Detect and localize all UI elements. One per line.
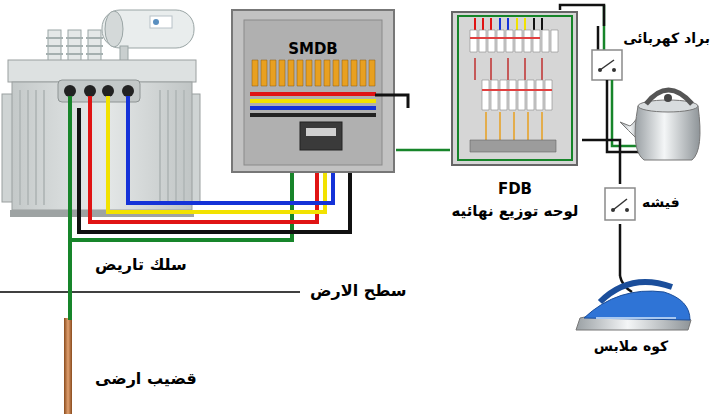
clothes-iron-part — [600, 282, 672, 302]
kettle-part — [646, 90, 692, 104]
transformer-part — [64, 85, 76, 97]
fdb-panel-part — [500, 18, 508, 30]
wire-connector — [619, 224, 622, 276]
transformer-part — [102, 10, 194, 48]
transformer-part — [20, 90, 184, 205]
ground-surface-part — [0, 291, 300, 293]
kettle-switch-part — [600, 60, 614, 70]
node-label: كوه ملابس — [576, 338, 686, 355]
ground-rod-part — [64, 318, 72, 414]
transformer-part — [153, 19, 159, 25]
clothes-iron-part — [584, 291, 690, 320]
socket-part — [605, 188, 635, 220]
ground-surface — [0, 292, 300, 293]
supply-wires-part — [70, 172, 292, 240]
fdb-panel-part — [534, 18, 542, 30]
transformer-part — [105, 11, 123, 47]
fdb-panel-part — [482, 80, 552, 110]
transformer-part — [122, 85, 134, 97]
smdb-panel-part — [250, 99, 376, 103]
node-label: براد كهربائى — [612, 30, 710, 47]
wire-connector — [560, 5, 604, 26]
fdb-box: FDB لوحه توزيع نهائيه — [450, 10, 582, 225]
smdb-box: SMDB — [232, 10, 396, 172]
transformer-part — [84, 85, 96, 97]
transformer-part — [102, 85, 114, 97]
socket-box: فيشه — [600, 184, 688, 224]
node-label: SMDB — [232, 40, 394, 58]
kettle-switch-part — [597, 26, 600, 50]
fdb-panel-part — [470, 140, 556, 152]
kettle-switch-part — [592, 50, 622, 80]
smdb-panel-part — [300, 122, 342, 150]
transformer-part — [8, 60, 196, 82]
fdb-panel-part — [458, 16, 572, 160]
transformer — [2, 10, 200, 217]
wire-connector — [396, 149, 450, 152]
kettle-part — [664, 94, 672, 102]
smdb-panel-part — [306, 128, 336, 136]
clothes-iron — [576, 276, 691, 330]
fdb-panel-part — [482, 89, 552, 91]
wire-connector — [582, 140, 620, 184]
transformer-part — [46, 38, 103, 54]
smdb-panel-part — [252, 60, 375, 86]
fdb-panel — [452, 12, 577, 165]
smdb-panel-part — [250, 106, 376, 110]
fdb-panel-part — [475, 58, 542, 80]
supply-wires — [70, 96, 350, 320]
fdb-panel-part — [517, 18, 525, 30]
socket-part — [625, 208, 629, 212]
kettle — [620, 90, 700, 160]
node-label: لوحه توزيع نهائيه — [450, 202, 580, 220]
smdb-panel-part — [250, 113, 376, 117]
fdb-panel-part — [475, 18, 491, 30]
socket-part — [613, 199, 627, 210]
clothes-iron-part — [596, 317, 676, 319]
socket — [605, 188, 635, 220]
node-label: FDB — [450, 180, 580, 198]
fdb-panel-part — [452, 12, 577, 165]
supply-wires-part — [68, 96, 72, 320]
part-label: سطح الارض — [310, 281, 407, 300]
part-label: قضيب ارضى — [95, 369, 197, 388]
smdb-panel-part — [232, 10, 394, 172]
fdb-panel-part — [470, 37, 540, 39]
smdb-panel-part — [250, 92, 376, 96]
smdb-panel-part — [375, 95, 408, 108]
fdb-panel-part — [470, 30, 558, 52]
iron-box: كوه ملابس — [566, 276, 696, 362]
fdb-panel-part — [486, 112, 542, 140]
smdb-panel — [232, 10, 408, 172]
kettle-part — [635, 106, 700, 160]
part-label: سلك تاريض — [95, 255, 187, 274]
transformer-part — [150, 16, 172, 28]
node-label: فيشه — [642, 194, 684, 211]
kettle-box: براد كهربائى — [588, 26, 714, 166]
ground-rod — [64, 318, 72, 414]
kettle-switch-part — [612, 68, 616, 72]
